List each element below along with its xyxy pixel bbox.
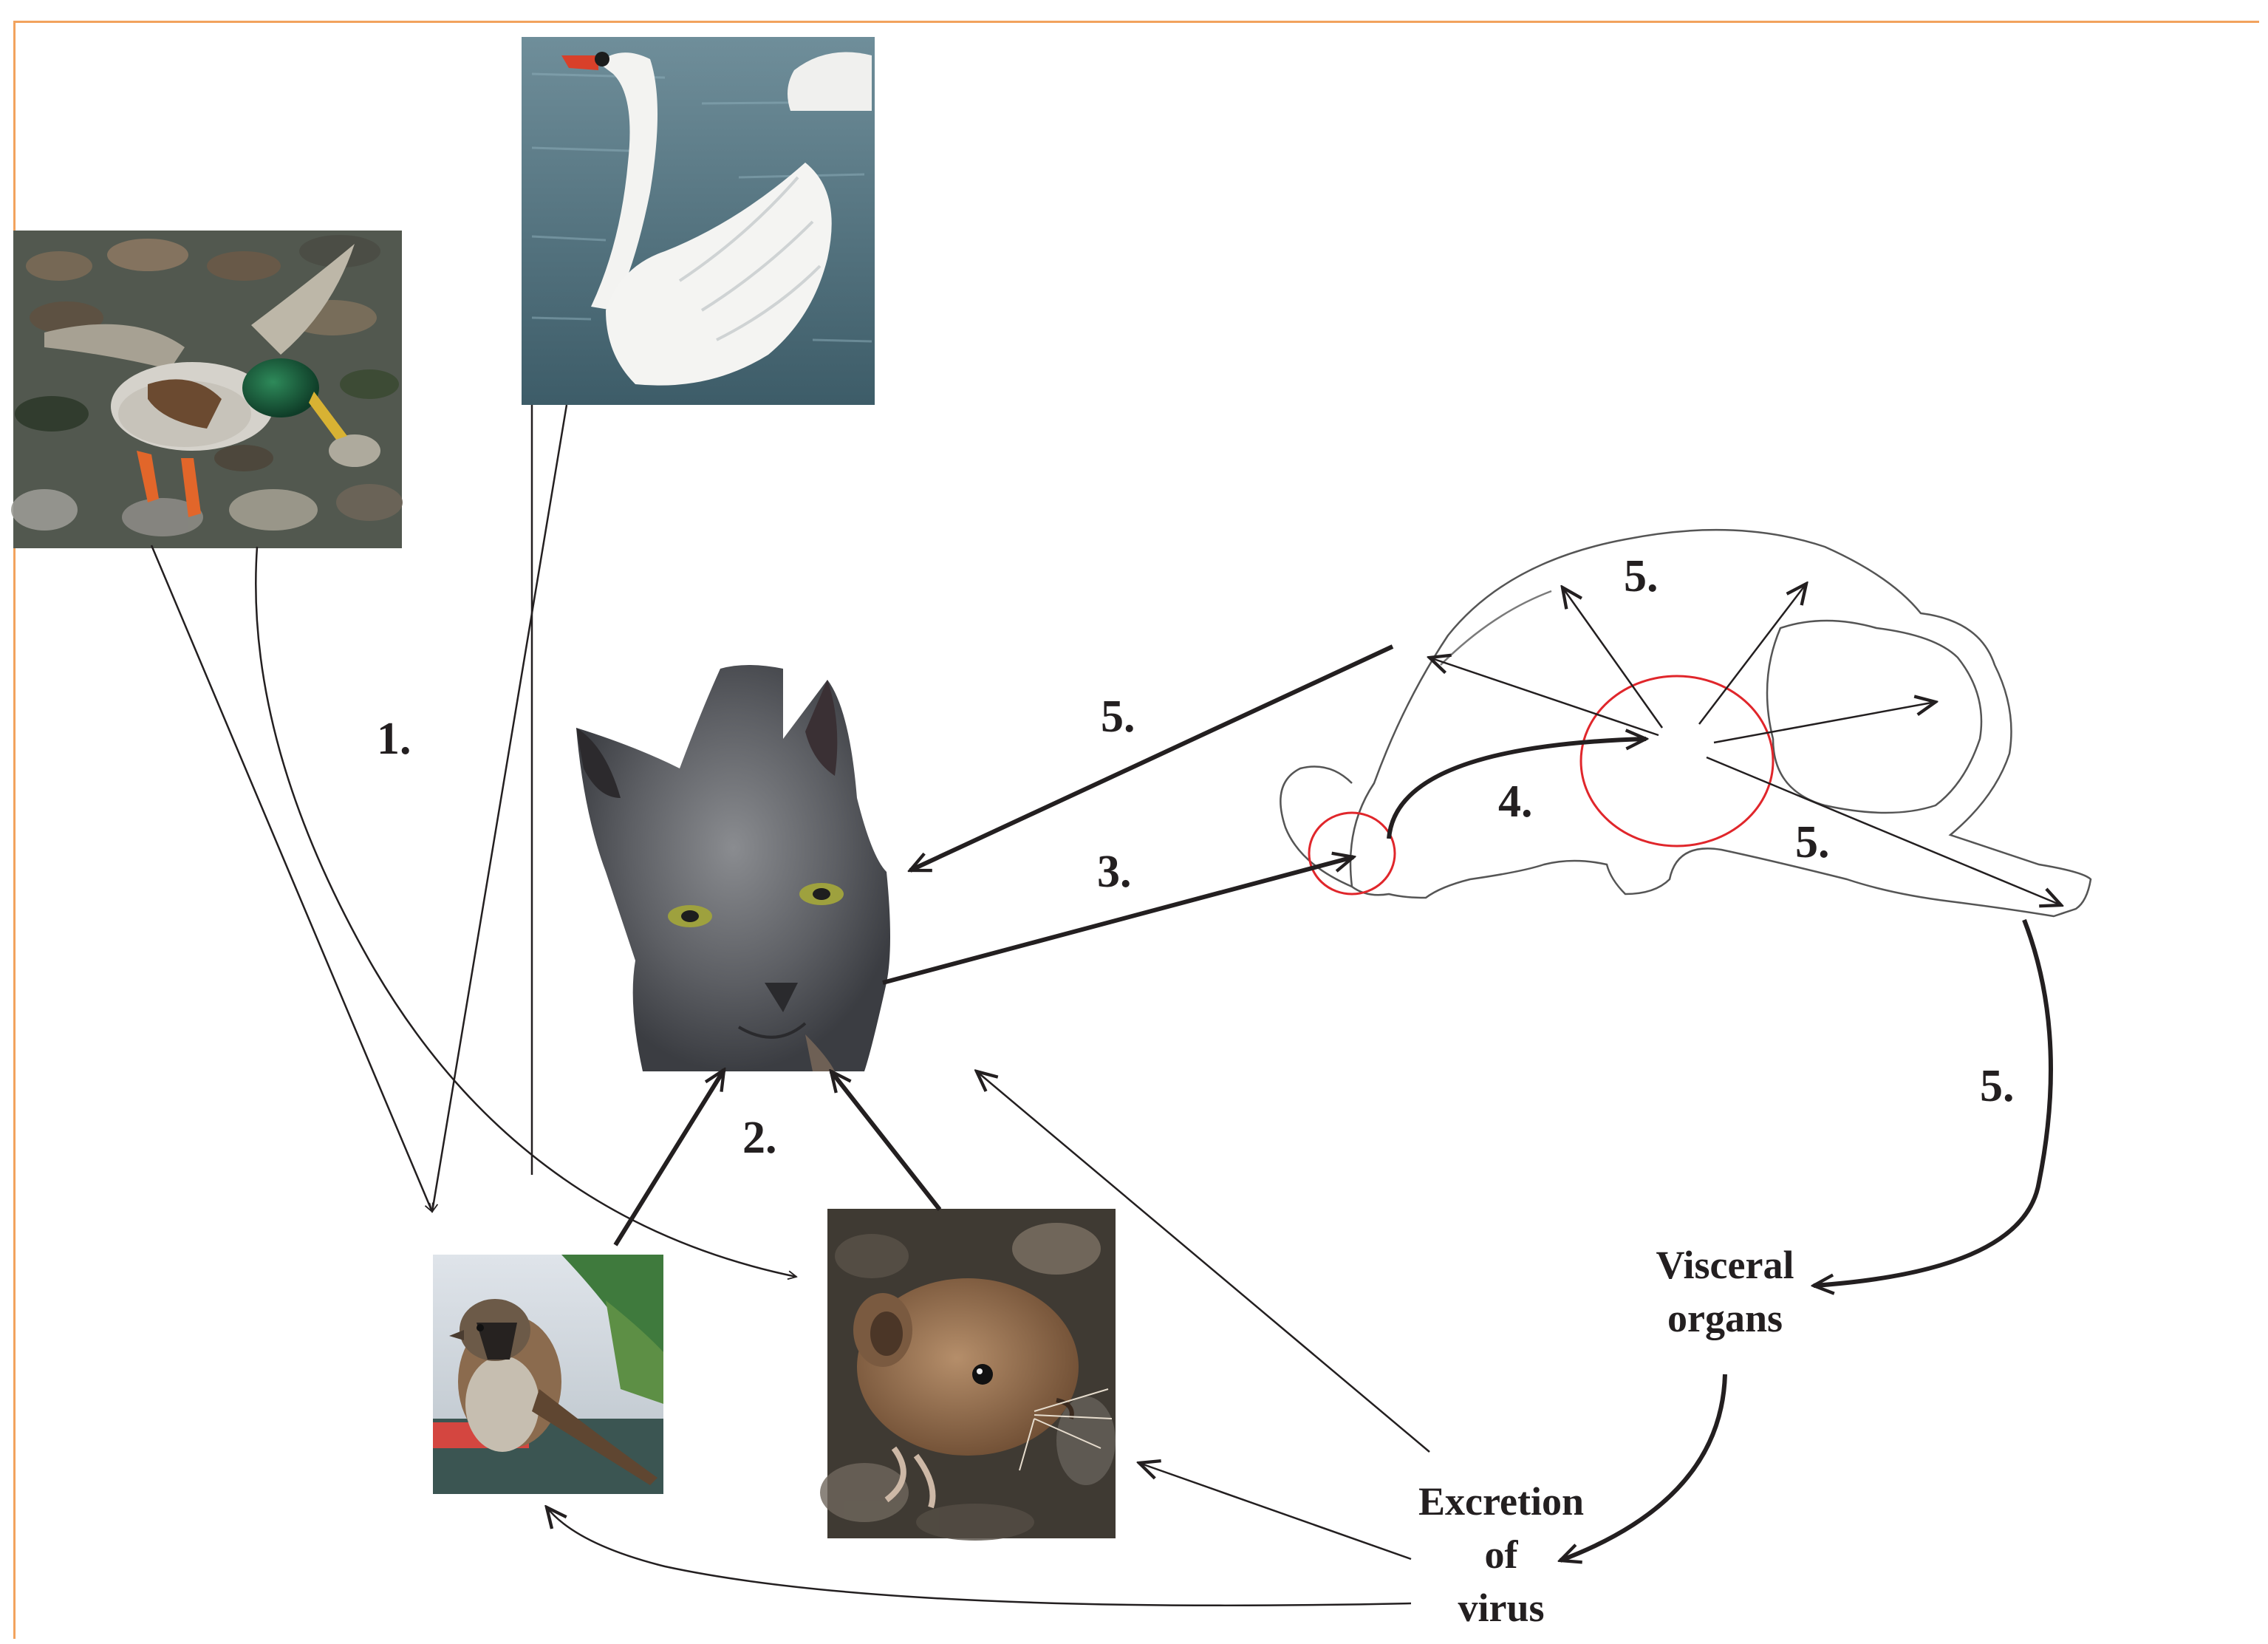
step-5-label-brain-top: 5. xyxy=(1624,551,1659,601)
excretion-arrows xyxy=(547,1071,1430,1607)
olfactory-bulb-highlight xyxy=(1308,811,1396,896)
visceral-organs-label-line1: Visceral xyxy=(1656,1243,1794,1287)
step-3-label: 3. xyxy=(1097,847,1132,897)
brain-center-highlight xyxy=(1579,675,1775,847)
step-5-label-brain-bottom: 5. xyxy=(1795,817,1830,867)
step-1-arrows xyxy=(150,404,796,1277)
step-2-label: 2. xyxy=(742,1113,777,1163)
brain-drawing xyxy=(1280,528,2092,918)
excretion-label-line2: of xyxy=(1485,1532,1519,1577)
visceral-organs-label-line2: organs xyxy=(1667,1296,1783,1340)
step-2-arrows xyxy=(613,1070,942,1246)
cat-photo xyxy=(576,665,890,1071)
visceral-to-excretion-arrow xyxy=(1560,1374,1727,1561)
excretion-label-line3: virus xyxy=(1458,1586,1544,1630)
step-5-label-visceral: 5. xyxy=(1980,1061,2015,1111)
step-5-brain-to-cat-arrow xyxy=(910,644,1394,873)
sparrow-photo xyxy=(433,1255,663,1494)
step-4-arrow xyxy=(1387,739,1646,839)
step-5-label-cat: 5. xyxy=(1101,692,1135,742)
figure-frame xyxy=(13,21,2259,1639)
excretion-label-line1: Excretion xyxy=(1418,1479,1584,1524)
step-1-label: 1. xyxy=(377,714,411,764)
step-5-to-visceral-arrow xyxy=(1814,918,2053,1286)
mallard-duck-photo xyxy=(11,231,403,548)
step-5-brain-spread xyxy=(1430,584,2061,905)
vole-photo xyxy=(820,1209,1116,1541)
step-4-label: 4. xyxy=(1498,777,1533,827)
swan-photo xyxy=(522,37,875,405)
step-3-arrow xyxy=(882,857,1353,985)
